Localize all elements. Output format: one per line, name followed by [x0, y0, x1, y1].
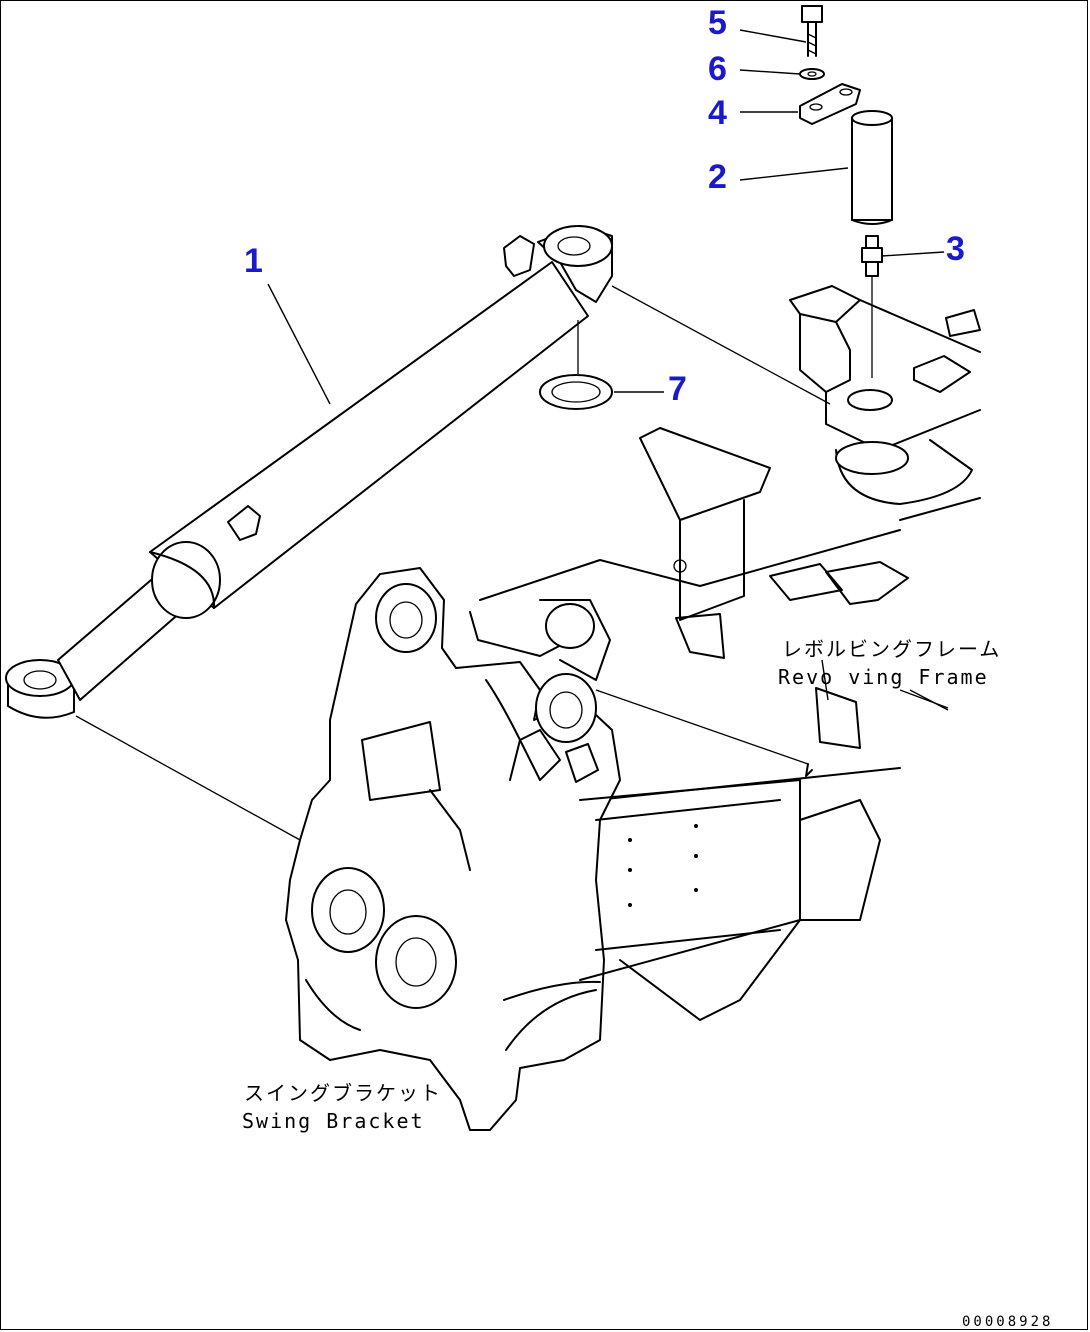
cylinder-part	[5, 225, 613, 719]
swing-bracket-label-en: Swing Bracket	[242, 1109, 425, 1133]
callout-numbers: 1 2 3 4 5 6 7	[244, 4, 965, 408]
callout-2: 2	[708, 158, 727, 196]
callout-3: 3	[946, 230, 965, 268]
revolving-frame-label-jp: レボルビングフレーム	[782, 637, 1001, 661]
callout-4: 4	[708, 94, 727, 132]
callout-5: 5	[708, 4, 727, 42]
revolving-frame-label-en: Revo ving Frame	[778, 665, 989, 689]
swing-bracket	[285, 567, 621, 1131]
part-labels: レボルビングフレーム Revo ving Frame スイングブラケット Swi…	[242, 637, 1001, 1133]
callout-1: 1	[244, 242, 263, 280]
shim-part	[539, 374, 613, 410]
rod-eye-guide-line	[75, 715, 301, 841]
pin-part	[851, 110, 893, 225]
callout-6: 6	[708, 50, 727, 88]
bolt-part	[801, 5, 823, 57]
washer-part	[799, 68, 825, 80]
swing-bracket-label-jp: スイングブラケット	[244, 1081, 442, 1105]
callout-leaders	[267, 29, 949, 711]
plate-part	[799, 83, 861, 125]
document-number: 00008928	[962, 1314, 1053, 1330]
revolving-frame	[469, 285, 981, 1021]
boom-frame	[503, 779, 801, 1001]
callout-7: 7	[668, 370, 687, 408]
grease-fitting-part	[861, 235, 883, 378]
